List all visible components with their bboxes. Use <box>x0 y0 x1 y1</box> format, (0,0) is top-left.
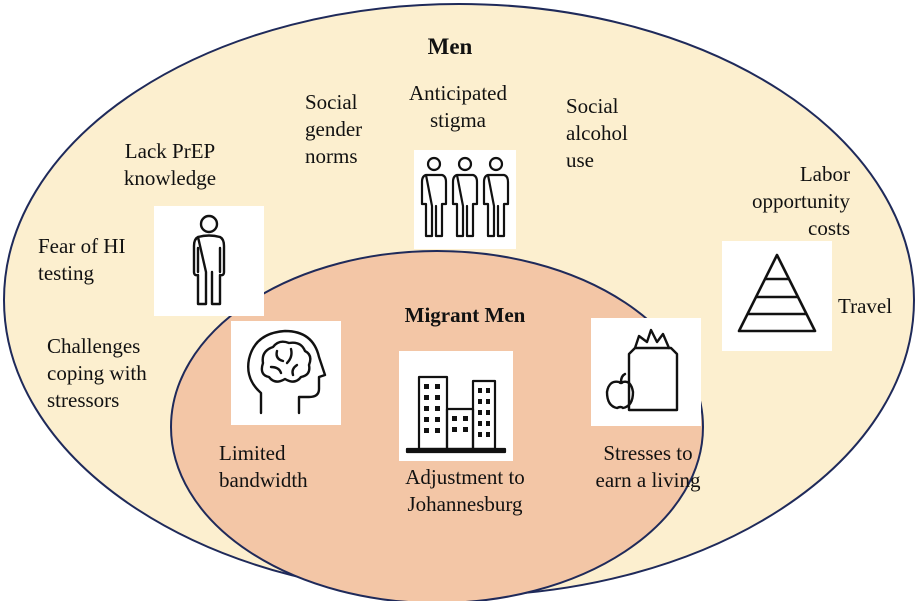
factor-limited-bandwidth: Limited bandwidth <box>219 441 308 492</box>
factor-labor-opportunity-costs: Labor opportunity costs <box>752 162 850 240</box>
group-icon <box>414 150 516 249</box>
factor-lack-prep-knowledge: Lack PrEP knowledge <box>123 139 217 190</box>
city-buildings-icon <box>399 351 513 461</box>
factor-travel: Travel <box>838 294 893 318</box>
factor-challenges-coping: Challenges coping with stressors <box>47 334 147 412</box>
brain-head-icon <box>231 321 341 425</box>
factor-stresses-earn-living: Stresses to earn a living <box>595 441 701 492</box>
factor-fear-hiv-testing: Fear of HI testing <box>38 234 126 285</box>
inner-title: Migrant Men <box>404 303 526 327</box>
factor-adjustment-johannesburg: Adjustment to Johannesburg <box>405 465 525 516</box>
factor-social-gender-norms: Social gender norms <box>305 90 363 168</box>
factor-social-alcohol-use: Social alcohol use <box>566 94 628 172</box>
pyramid-icon <box>722 241 832 351</box>
factor-anticipated-stigma: Anticipated stigma <box>409 81 507 132</box>
person-icon <box>154 206 264 316</box>
grocery-bag-icon <box>591 318 701 426</box>
outer-title: Men <box>427 34 473 59</box>
